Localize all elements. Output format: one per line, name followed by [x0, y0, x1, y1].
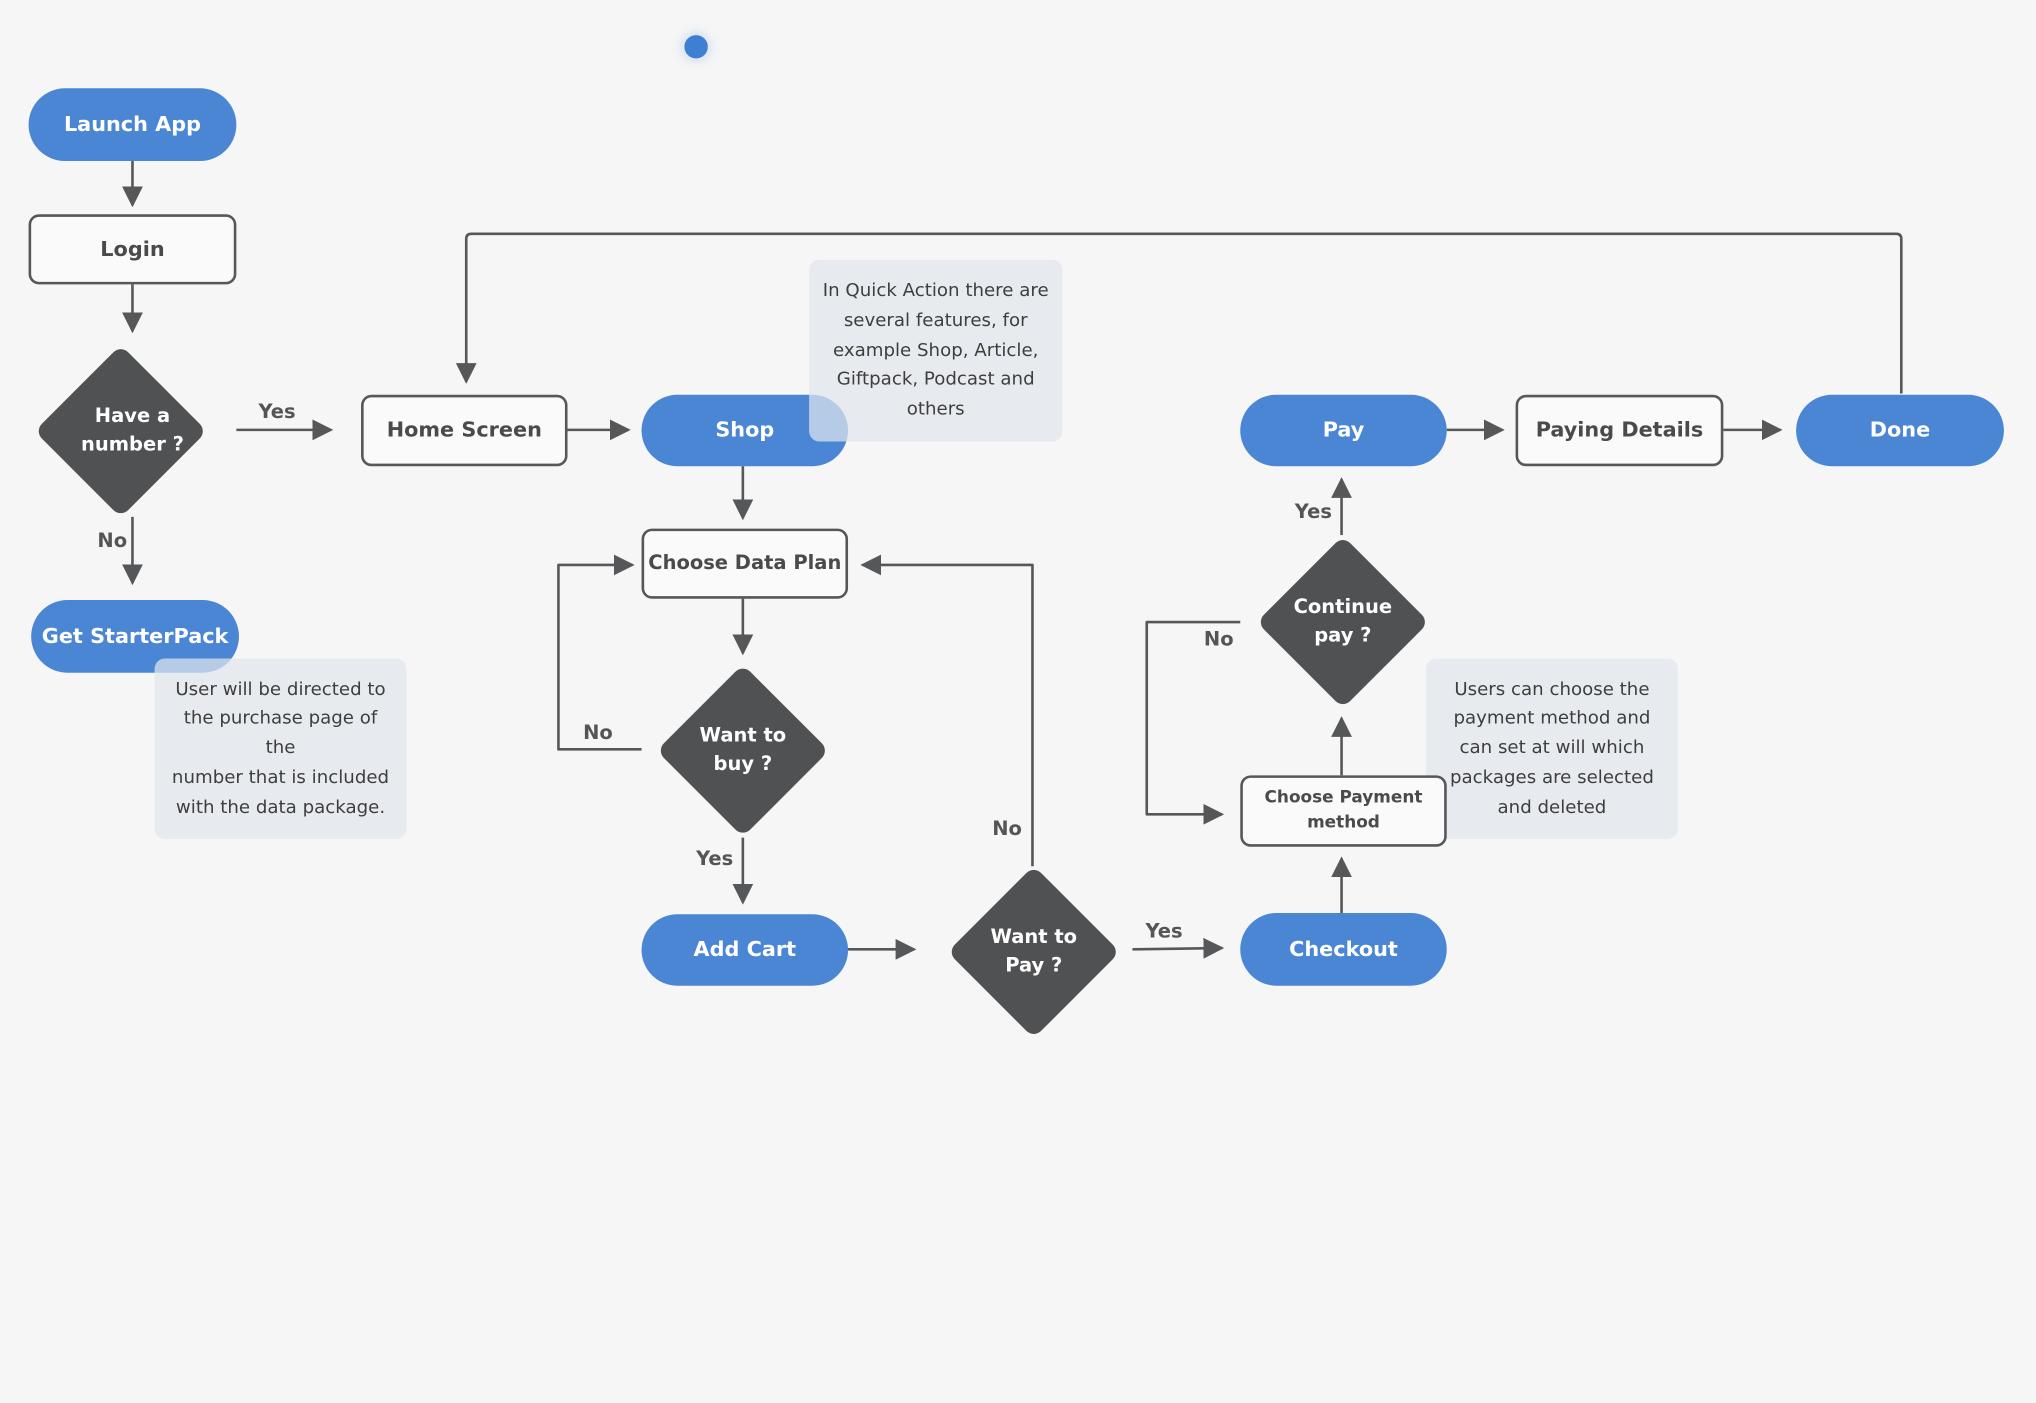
node-home-screen: Home Screen [361, 394, 568, 467]
label-want-to-pay-yes: Yes [1145, 919, 1183, 943]
note-quick-action-line5: others [906, 398, 965, 420]
label-continue-pay-no: No [1203, 627, 1234, 651]
decision-have-number: Have a number ? [55, 379, 211, 483]
node-launch-app: Launch App [28, 88, 237, 162]
decision-want-to-pay-line1: Want to [990, 924, 1078, 949]
node-choose-payment-line2: method [1307, 812, 1380, 832]
decision-want-to-pay: Want to Pay ? [956, 900, 1112, 1004]
note-quick-action-line2: several features, for [843, 310, 1028, 332]
decision-want-to-pay-line2: Pay ? [1005, 953, 1063, 977]
node-done: Done [1796, 394, 2004, 467]
note-starterpack-line2: the purchase page of the [183, 708, 378, 759]
decision-continue-pay: Continue pay ? [1265, 570, 1421, 674]
label-continue-pay-yes: Yes [1294, 499, 1332, 524]
label-want-to-buy-no: No [583, 720, 613, 745]
node-choose-data-plan: Choose Data Plan [641, 528, 849, 599]
edge-want-pay-yes [1132, 937, 1225, 959]
decision-continue-pay-line2: pay ? [1314, 623, 1372, 647]
decision-have-number-line2: number ? [81, 432, 184, 456]
label-want-to-pay-no: No [992, 816, 1022, 841]
label-want-to-buy-yes: Yes [696, 846, 734, 871]
note-payment-line5: and deleted [1497, 796, 1607, 818]
edge-continue-no [1145, 620, 1241, 825]
note-quick-action-line1: In Quick Action there are [822, 280, 1049, 302]
node-paying-details: Paying Details [1515, 394, 1724, 467]
decision-have-number-line1: Have a [94, 404, 171, 428]
decision-want-to-buy-line1: Want to [699, 723, 787, 748]
note-payment-line4: packages are selected [1449, 767, 1654, 789]
note-starterpack-line4: with the data package. [175, 796, 386, 818]
label-have-number-yes: Yes [258, 399, 296, 424]
node-add-cart: Add Cart [641, 914, 849, 986]
note-starterpack-line3: number that is included [171, 767, 390, 789]
node-checkout: Checkout [1240, 912, 1447, 986]
label-have-number-no: No [97, 528, 128, 552]
note-starterpack-line1: User will be directed to [175, 678, 386, 700]
note-payment-line3: can set at will which [1459, 737, 1645, 759]
note-starterpack: User will be directed to the purchase pa… [154, 658, 407, 839]
edge-want-buy-no [557, 554, 642, 751]
decision-continue-pay-line1: Continue [1293, 595, 1393, 619]
note-payment-line1: Users can choose the [1454, 678, 1650, 700]
note-payment: Users can choose the payment method and … [1425, 658, 1678, 839]
note-quick-action: In Quick Action there are several featur… [809, 259, 1063, 442]
note-quick-action-line3: example Shop, Article, [832, 339, 1039, 361]
indicator-dot [684, 35, 708, 59]
note-payment-line2: payment method and [1453, 708, 1651, 730]
note-quick-action-line4: Giftpack, Podcast and [836, 369, 1035, 391]
node-choose-payment-method: Choose Payment method [1240, 775, 1447, 847]
node-pay: Pay [1240, 394, 1447, 467]
decision-want-to-buy-line2: buy ? [713, 751, 773, 776]
node-choose-payment-line1: Choose Payment [1264, 787, 1423, 808]
connector-layer [122, 161, 1903, 960]
node-login: Login [28, 214, 237, 285]
decision-want-to-buy: Want to buy ? [665, 699, 821, 803]
edge-done-to-home [455, 232, 1903, 394]
edge-want-pay-no [860, 554, 1034, 867]
